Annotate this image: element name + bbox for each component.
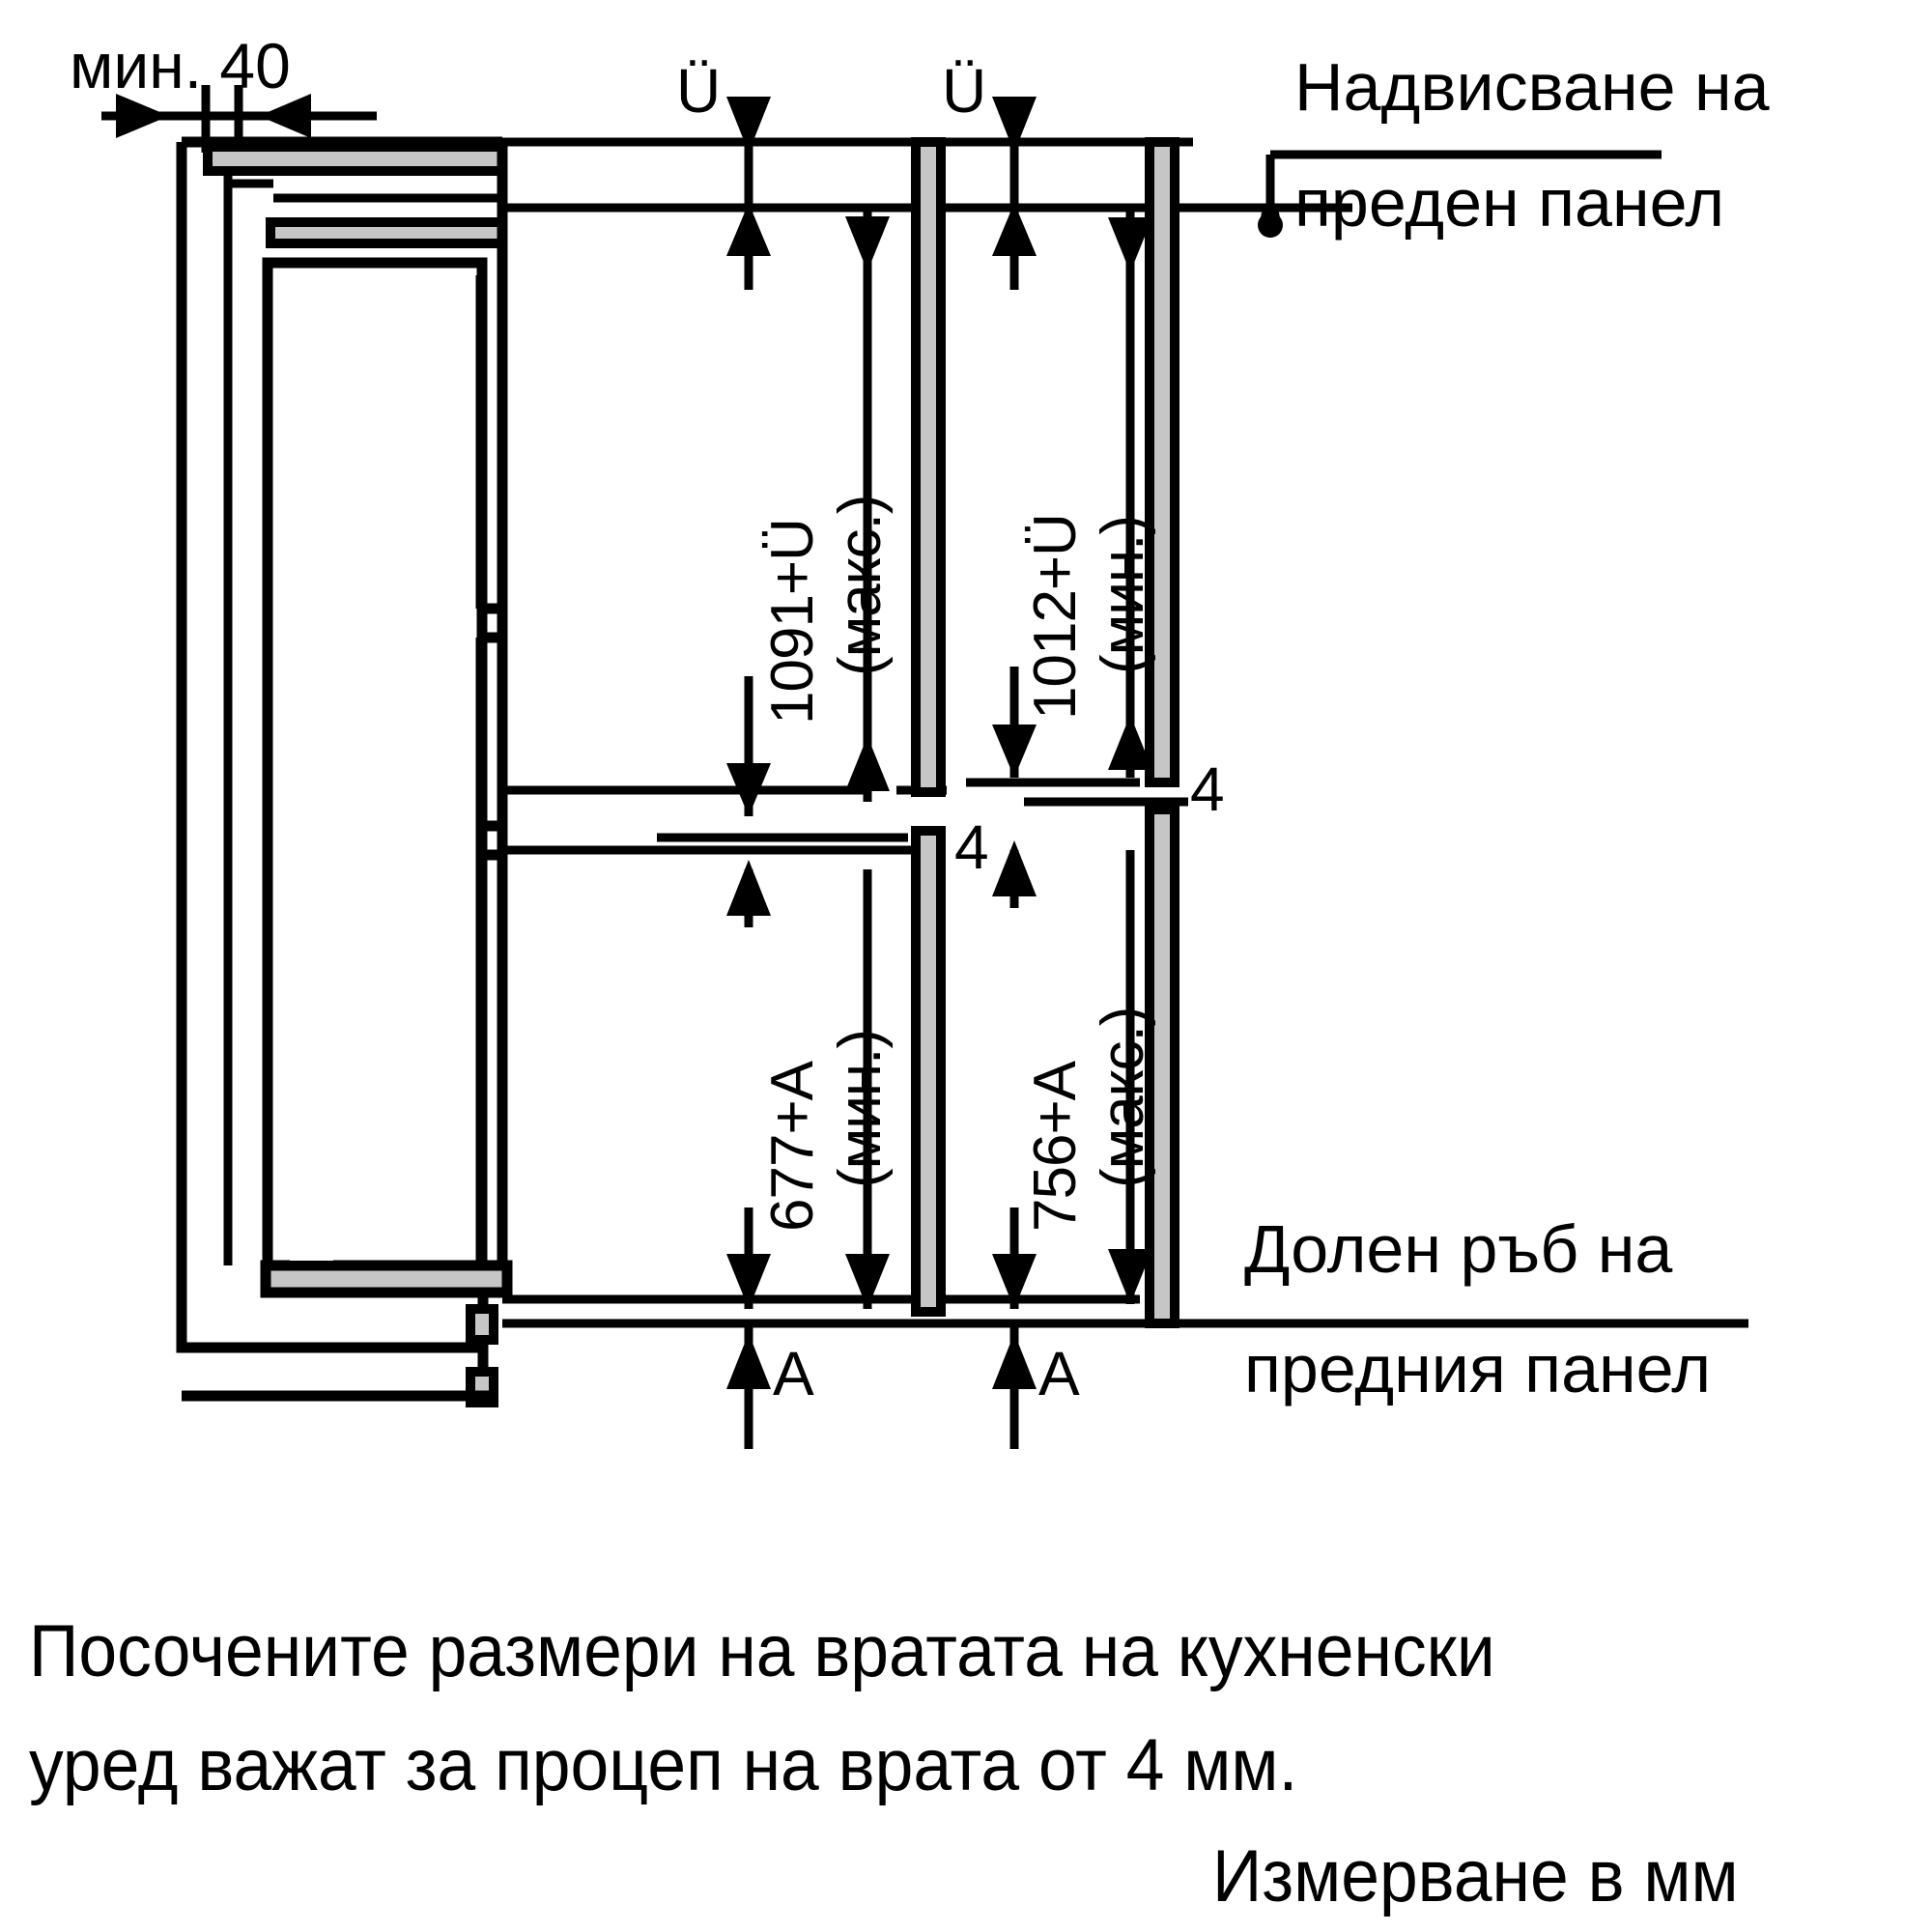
dimension-arrow-756 [992, 840, 1152, 1449]
front-panel-columns [911, 137, 1179, 1328]
dimension-qualifier-1091: (макс.) [827, 495, 894, 676]
dimension-label-677: 677+A [759, 1061, 826, 1232]
reference-lines [502, 137, 1748, 1328]
footer-line-2: уред важат за процеп на врата от 4 мм. [29, 1724, 1298, 1806]
bottom-edge-label-line2: предния панел [1244, 1331, 1712, 1406]
a-symbol-left-label: A [773, 1339, 814, 1408]
min40-dimension-arrows [101, 85, 377, 153]
bottom-edge-label-line1: Долен ръб на [1244, 1211, 1673, 1287]
gap-label-outer: 4 [1190, 754, 1225, 824]
dimension-arrow-1091 [726, 142, 890, 816]
overhang-label-line1: Надвисване на [1294, 49, 1770, 125]
a-symbol-right-label: A [1038, 1339, 1080, 1408]
overhang-label-line2: преден панел [1294, 165, 1725, 241]
dimension-qualifier-677: (мин.) [827, 1029, 894, 1188]
min-40-label: мин. 40 [70, 30, 291, 101]
dimension-arrow-677 [726, 860, 890, 1449]
u-symbol-right-label: Ü [942, 56, 987, 126]
appliance-side-view [176, 136, 513, 1407]
dimension-label-1012: 1012+Ü [1022, 514, 1089, 720]
u-drop-arrows [726, 97, 1037, 153]
dimension-qualifier-1012: (мин.) [1090, 515, 1156, 674]
u-symbol-left-label: Ü [676, 56, 722, 126]
dimension-arrow-1012 [992, 142, 1152, 778]
footer-line-1: Посочените размери на вратата на кухненс… [29, 1610, 1495, 1692]
dimension-label-1091: 1091+Ü [759, 519, 826, 724]
footer-line-3-unit: Измерване в мм [1212, 1835, 1739, 1918]
dimension-qualifier-756: (макс.) [1090, 1007, 1156, 1188]
gap-label-inner: 4 [954, 812, 989, 882]
dimension-label-756: 756+A [1022, 1061, 1089, 1232]
